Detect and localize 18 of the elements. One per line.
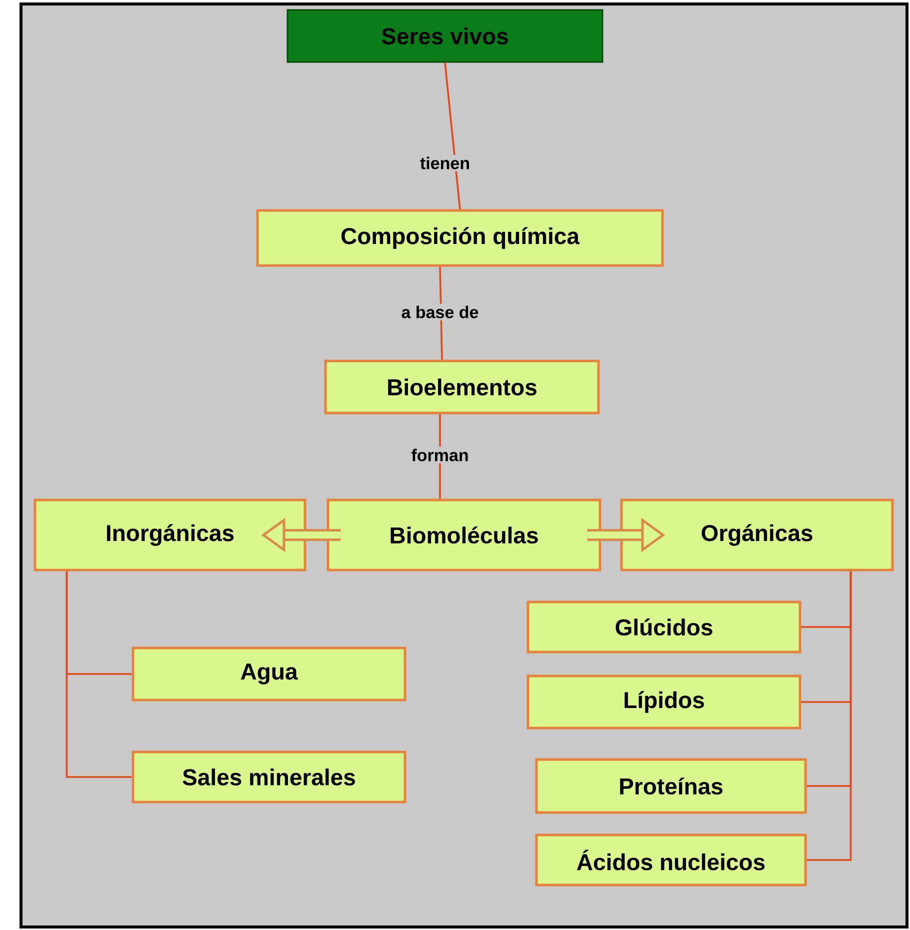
title-box: Seres vivos bbox=[286, 9, 604, 63]
concept-box: Orgánicas bbox=[620, 498, 894, 572]
edge-label: tienen bbox=[418, 154, 472, 172]
connector bbox=[66, 571, 132, 778]
concept-box: Sales minerales bbox=[132, 750, 406, 804]
connector bbox=[444, 62, 461, 210]
concept-box: Lípidos bbox=[526, 674, 802, 730]
concept-box: Agua bbox=[132, 646, 406, 702]
edge-label: a base de bbox=[399, 304, 481, 320]
concept-box: Composición química bbox=[256, 209, 664, 267]
concept-box: Glúcidos bbox=[526, 600, 802, 654]
edge-label: forman bbox=[409, 446, 471, 464]
concept-box: Proteínas bbox=[535, 758, 807, 814]
concept-box: Inorgánicas bbox=[34, 498, 306, 572]
concept-box: Ácidos nucleicos bbox=[535, 834, 807, 886]
connector bbox=[806, 571, 852, 861]
concept-box: Bioelementos bbox=[324, 360, 600, 414]
concept-box: Biomoléculas bbox=[326, 498, 602, 572]
